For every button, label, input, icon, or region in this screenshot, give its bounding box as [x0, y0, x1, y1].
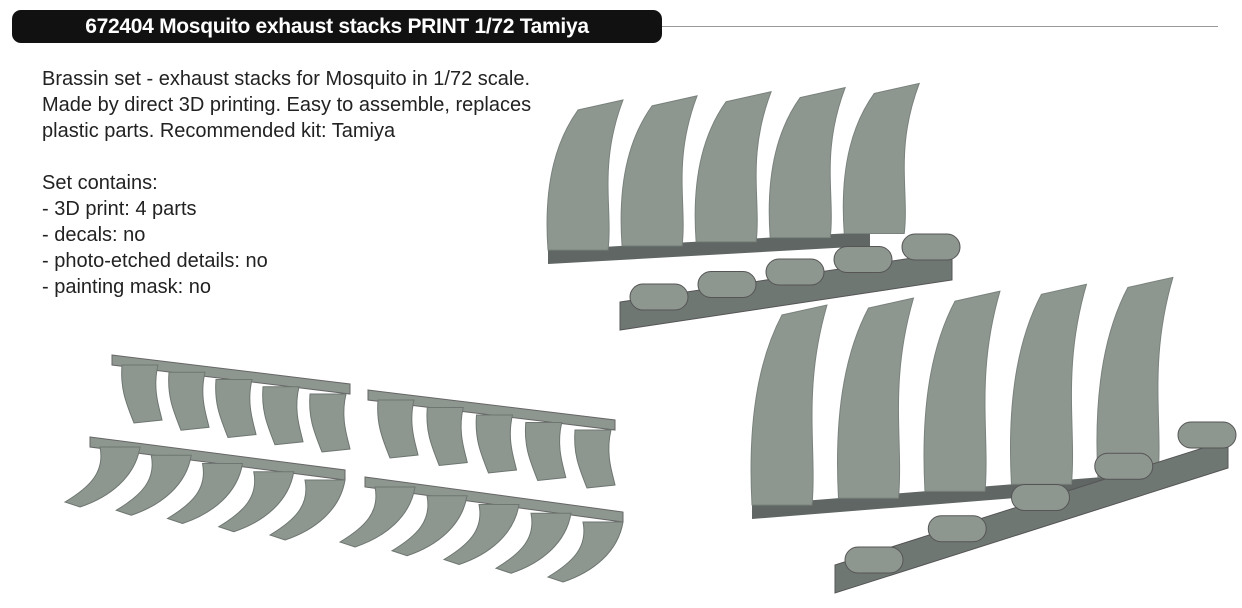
desc-line: Brassin set - exhaust stacks for Mosquit… [42, 68, 530, 90]
divider [662, 26, 1218, 27]
small-set-1-stack [168, 371, 210, 431]
outlet-set-1-nozzle [765, 258, 825, 286]
small-set-1-stack [262, 386, 304, 446]
small-set-2-stack [377, 399, 419, 459]
contents-item: - 3D print: 4 parts [42, 198, 197, 220]
contents-title: Set contains: [42, 172, 158, 194]
outlet-set-2-nozzle [927, 515, 987, 543]
outlet-set-1-nozzle [629, 283, 689, 311]
outlet-set-1-nozzle [901, 233, 961, 261]
small-set-4-stack [338, 486, 416, 548]
small-set-3-stack [217, 471, 295, 533]
outlet-set-1-nozzle [697, 271, 757, 298]
small-set-1-stack [121, 364, 163, 424]
exhaust-set-1-stack [620, 95, 698, 247]
exhaust-set-1-stack [842, 82, 921, 234]
small-set-1-rail [111, 354, 351, 395]
small-set-2-stack [426, 407, 468, 467]
exhaust-set-2-stack [837, 297, 915, 499]
contents-item: - decals: no [42, 224, 146, 246]
small-set-4-stack [494, 512, 572, 574]
exhaust-set-1-stack [694, 91, 772, 243]
desc-line: plastic parts. Recommended kit: Tamiya [42, 120, 396, 142]
exhaust-set-2-stack [1009, 283, 1088, 485]
small-set-4-stack [390, 495, 468, 557]
small-set-2-rail [367, 389, 616, 431]
outlet-set-1-nozzle [833, 246, 893, 273]
exhaust-set-2-stack [923, 290, 1001, 492]
small-set-2-stack [524, 422, 567, 482]
small-set-2-stack [475, 414, 518, 474]
exhaust-set-1-stack [546, 99, 624, 251]
exhaust-set-1-rail [548, 232, 870, 264]
product-title: 672404 Mosquito exhaust stacks PRINT 1/7… [12, 10, 662, 43]
contents-item: - painting mask: no [42, 276, 211, 298]
exhaust-set-2-stack [750, 304, 828, 506]
desc-line: Made by direct 3D printing. Easy to asse… [42, 94, 532, 116]
outlet-set-2-nozzle [844, 546, 904, 574]
small-set-4-stack [442, 504, 520, 566]
contents-item: - photo-etched details: no [42, 250, 268, 272]
small-set-1-stack [215, 379, 257, 439]
outlet-set-2-nozzle [1177, 421, 1237, 449]
exhaust-set-1-stack [768, 86, 846, 239]
product-description: Brassin set - exhaust stacks for Mosquit… [42, 66, 531, 300]
small-set-1-stack [309, 393, 351, 453]
small-set-4-stack [546, 521, 624, 583]
small-set-2-stack [574, 429, 616, 489]
outlet-set-2-nozzle [1094, 452, 1154, 480]
small-set-3-stack [268, 479, 346, 541]
small-set-3-stack [166, 463, 244, 525]
outlet-set-2-nozzle [1011, 484, 1070, 511]
exhaust-set-2-stack [1096, 276, 1174, 478]
small-set-3-stack [115, 454, 192, 516]
small-set-3-stack [63, 446, 141, 508]
